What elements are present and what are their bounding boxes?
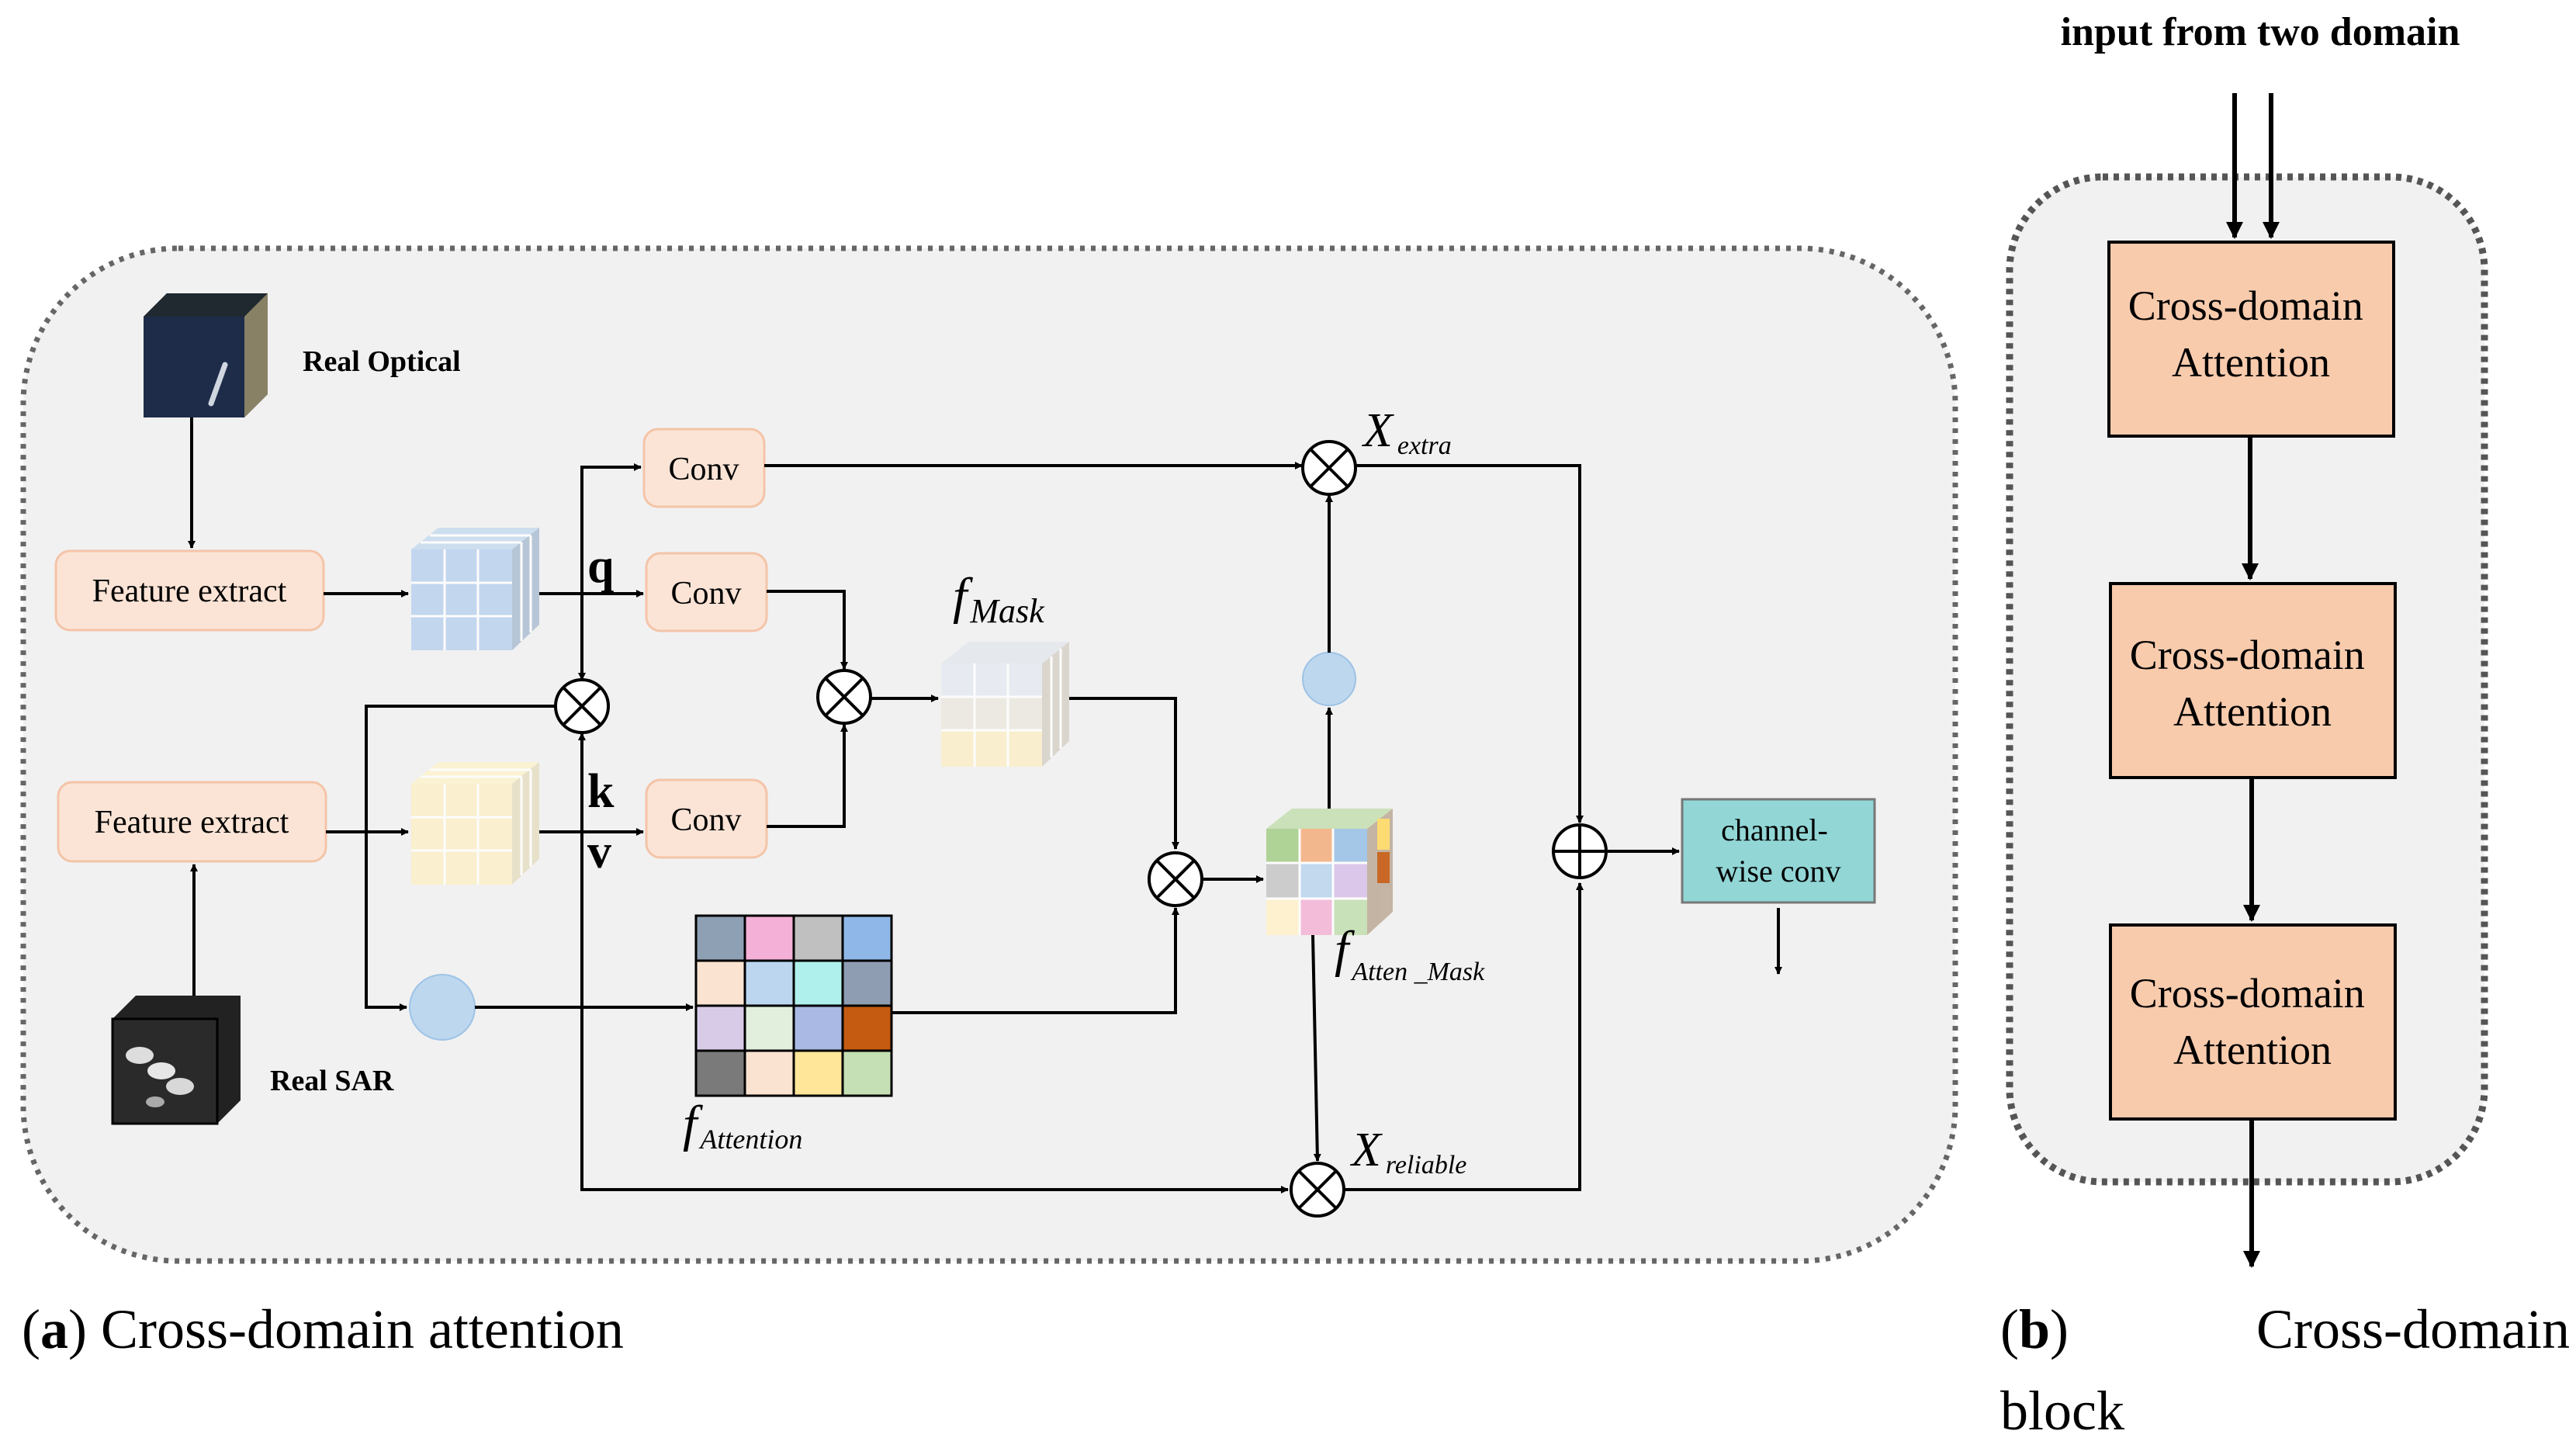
- attention-matrix-cell: [694, 1049, 746, 1097]
- attention-matrix-cell: [694, 959, 746, 1007]
- panel-b-input-label: input from two domain: [2061, 10, 2460, 54]
- cross-domain-block-1-label: Cross-domain Attention: [2128, 282, 2374, 386]
- optical-feature-cube: [411, 528, 539, 650]
- cross-domain-block-2: [2109, 582, 2397, 779]
- sar-feature-cube: [411, 762, 539, 885]
- optical-label: Real Optical: [303, 345, 461, 378]
- channel-wise-conv-box: [1681, 798, 1876, 904]
- attention-matrix-cell: [841, 1049, 893, 1097]
- optical-image-icon: [144, 293, 268, 417]
- add-op: [1552, 823, 1608, 879]
- attention-matrix-cell: [792, 914, 844, 962]
- multiply-op-extra: [1301, 440, 1357, 496]
- k-symbol: k: [587, 765, 615, 818]
- v-symbol: v: [587, 826, 611, 878]
- feature-extract-bottom-label: Feature extract: [95, 805, 289, 840]
- attention-matrix-cell: [743, 1004, 795, 1052]
- multiply-op-right: [1148, 851, 1203, 907]
- channel-wise-conv-label: channel- wise conv: [1716, 812, 1840, 889]
- caption-b: (b): [2000, 1298, 2069, 1360]
- cross-domain-block-3-label: Cross-domain Attention: [2130, 970, 2376, 1073]
- attention-matrix-cell: [694, 1004, 746, 1052]
- multiply-op-mid: [816, 669, 872, 725]
- attention-matrix-cell: [841, 914, 893, 962]
- caption-a: (a) Cross-domain attention: [22, 1298, 624, 1360]
- conv-top-box: [642, 428, 766, 508]
- cross-domain-block-stack: Cross-domain Attention Cross-domain Atte…: [2107, 241, 2397, 1121]
- caption-b-word1: Cross-domain: [2256, 1298, 2570, 1360]
- f-mask-cube: [941, 642, 1069, 767]
- pooling-circle-left: [409, 974, 476, 1041]
- attention-matrix-cell: [792, 1049, 844, 1097]
- multiply-op-left: [554, 678, 610, 734]
- feature-extract-bottom-box: [57, 781, 327, 863]
- attention-matrix: [694, 914, 893, 1097]
- sar-image-icon: [111, 996, 241, 1125]
- attention-matrix-cell: [792, 1004, 844, 1052]
- conv-q-label: Conv: [670, 576, 741, 611]
- attention-matrix-cell: [694, 914, 746, 962]
- multiply-op-reliable: [1290, 1162, 1345, 1218]
- attention-matrix-cell: [743, 914, 795, 962]
- conv-k-box: [645, 778, 768, 859]
- attention-matrix-cell: [743, 959, 795, 1007]
- caption-b-word2: block: [2000, 1380, 2124, 1442]
- feature-extract-top-box: [54, 549, 325, 632]
- f-atten-mask-cube: [1266, 809, 1393, 935]
- conv-top-label: Conv: [668, 452, 739, 487]
- cross-domain-block-2-label: Cross-domain Attention: [2130, 632, 2376, 735]
- attention-matrix-cell: [841, 959, 893, 1007]
- attention-matrix-cell: [743, 1049, 795, 1097]
- attention-matrix-cell: [792, 959, 844, 1007]
- q-symbol: q: [587, 540, 614, 593]
- cross-domain-block-3: [2109, 923, 2397, 1121]
- attention-matrix-cell: [841, 1004, 893, 1052]
- sar-label: Real SAR: [270, 1065, 394, 1097]
- pooling-circle-right: [1302, 652, 1356, 706]
- conv-k-label: Conv: [670, 802, 741, 838]
- feature-extract-top-label: Feature extract: [92, 573, 287, 609]
